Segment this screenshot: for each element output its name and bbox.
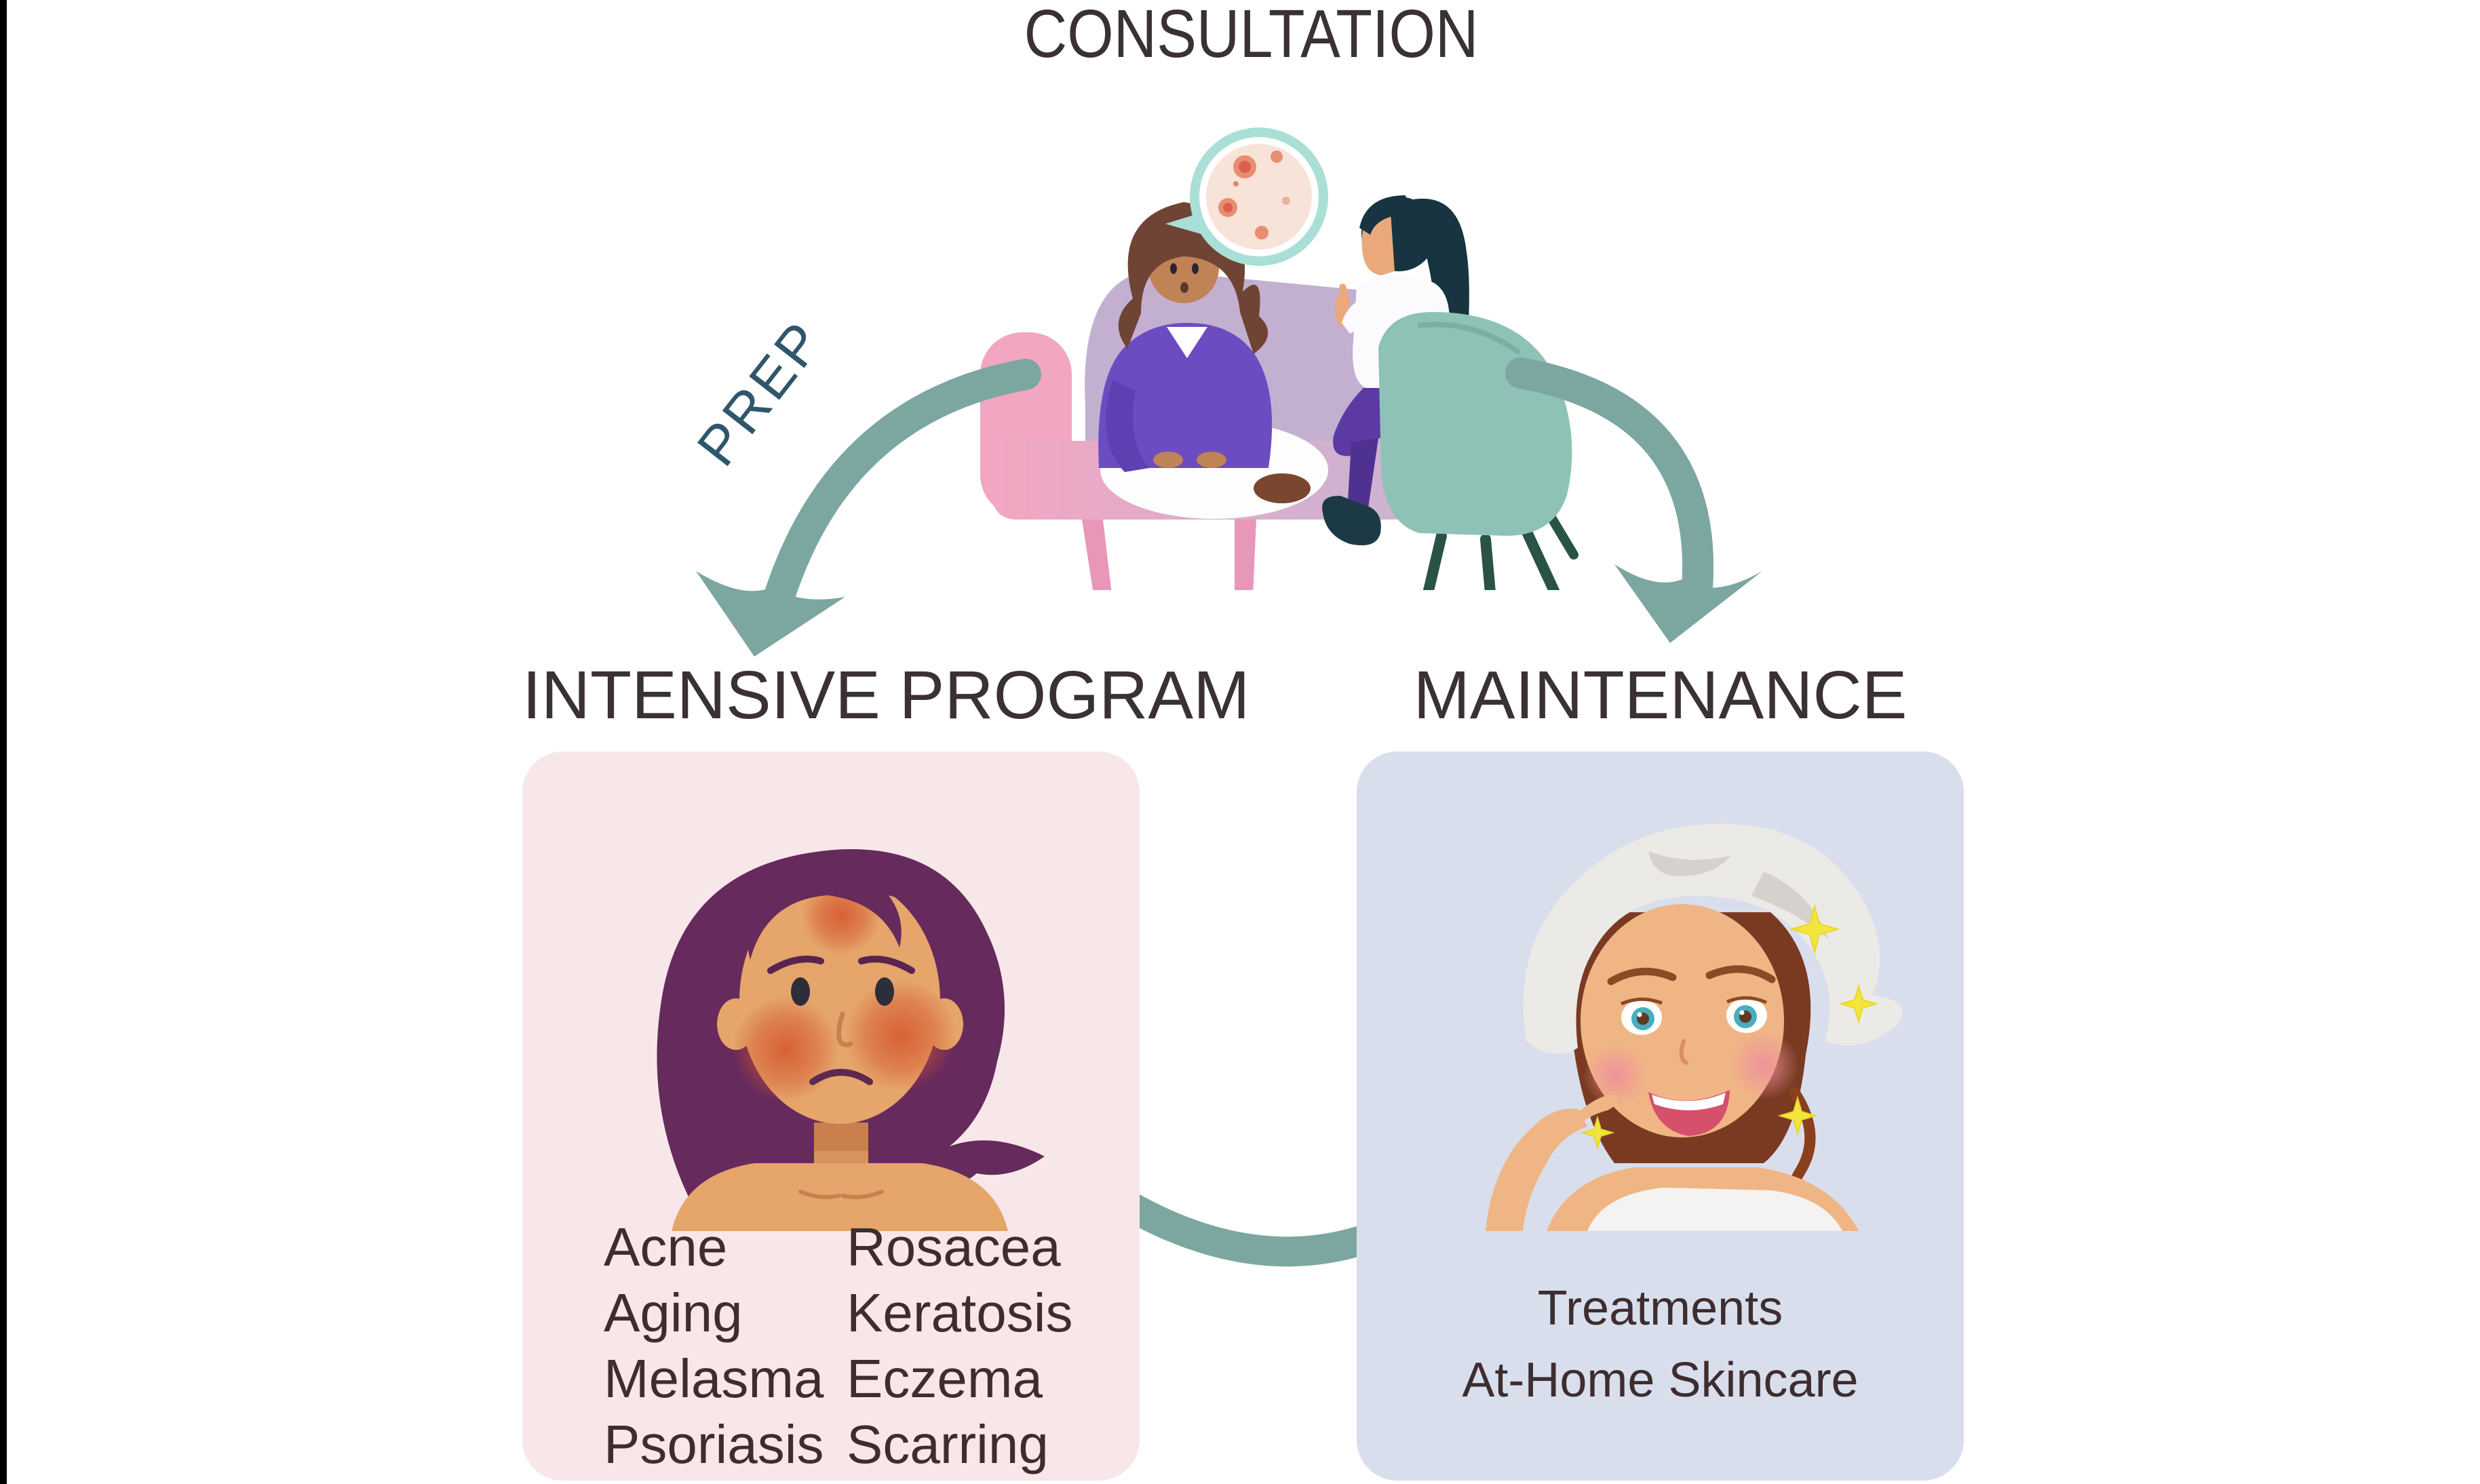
intensive-program-title-text: INTENSIVE PROGRAM	[522, 657, 1250, 733]
maintenance-title: MAINTENANCE	[1357, 661, 1964, 729]
arrow-consultation-to-maintenance	[1505, 357, 1762, 643]
irritated-skin-face-illustration	[657, 849, 1045, 1231]
condition-item: Scarring	[847, 1414, 1049, 1475]
healthy-skin-face-illustration	[1486, 823, 1903, 1231]
consultation-title: CONSULTATION	[929, 0, 1574, 68]
condition-item: Acne	[604, 1217, 728, 1277]
condition-item: Keratosis	[847, 1283, 1073, 1343]
condition-item: Psoriasis	[604, 1414, 824, 1475]
condition-item: Eczema	[847, 1348, 1043, 1409]
conditions-column-left: Acne Aging Melasma Psoriasis	[604, 1214, 824, 1477]
condition-item: Rosacea	[847, 1217, 1061, 1277]
condition-item: Aging	[604, 1283, 743, 1343]
left-edge-bar	[0, 0, 7, 1484]
maintenance-items: Treatments At-Home Skincare	[1357, 1272, 1964, 1416]
conditions-column-right: Rosacea Keratosis Eczema Scarring	[847, 1214, 1072, 1477]
arrow-consultation-to-intensive	[696, 359, 1041, 657]
condition-item: Melasma	[604, 1348, 824, 1409]
maintenance-item: Treatments	[1537, 1281, 1783, 1335]
maintenance-item: At-Home Skincare	[1462, 1353, 1859, 1407]
maintenance-title-text: MAINTENANCE	[1413, 657, 1907, 733]
consultation-scene-illustration	[980, 128, 1578, 590]
sparkle-icons	[1580, 903, 1879, 1150]
intensive-program-title: INTENSIVE PROGRAM	[522, 661, 1249, 729]
consultation-title-text: CONSULTATION	[1024, 0, 1479, 72]
skin-magnifier-speech-bubble	[1165, 128, 1328, 266]
